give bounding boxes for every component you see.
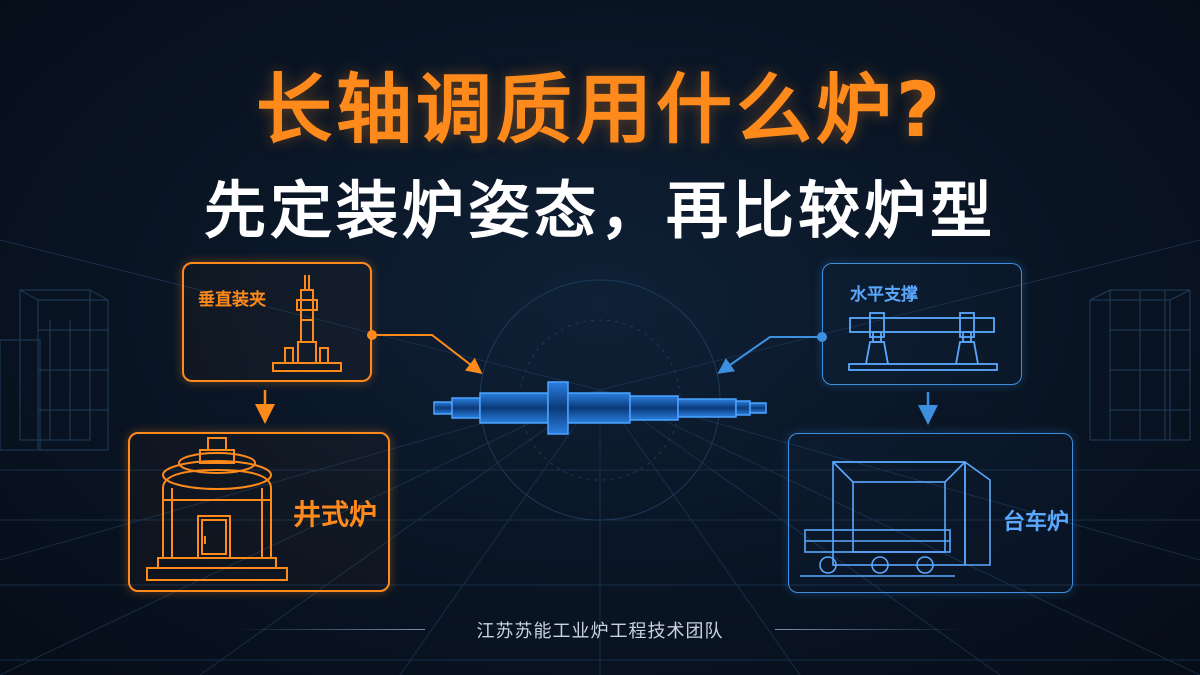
footer-divider-left	[235, 629, 425, 630]
long-shaft-illustration	[433, 381, 767, 435]
footer-divider-right	[775, 629, 965, 630]
vertical-to-shaft-arrow	[367, 330, 483, 374]
vertical-shaft-icon	[272, 275, 342, 372]
footer-team-name: 江苏苏能工业炉工程技术团队	[476, 621, 724, 642]
pit-furnace-label: 井式炉	[293, 498, 378, 531]
vertical-clamping-label: 垂直装夹	[198, 290, 266, 310]
horizontal-to-shaft-arrow	[717, 332, 827, 374]
vertical-clamping-panel	[182, 262, 372, 382]
sub-title: 先定装炉姿态，再比较炉型	[203, 174, 996, 247]
horizontal-support-panel	[822, 263, 1022, 385]
horizontal-support-label: 水平支撑	[850, 285, 918, 305]
main-title: 长轴调质用什么炉?	[255, 65, 945, 154]
bogie-furnace-label: 台车炉	[1003, 510, 1070, 535]
bogie-furnace-icon	[800, 461, 991, 577]
bogie-furnace-panel	[788, 433, 1073, 593]
pit-furnace-panel	[128, 432, 390, 592]
pit-furnace-icon	[146, 437, 288, 581]
horizontal-support-icon	[848, 312, 998, 371]
